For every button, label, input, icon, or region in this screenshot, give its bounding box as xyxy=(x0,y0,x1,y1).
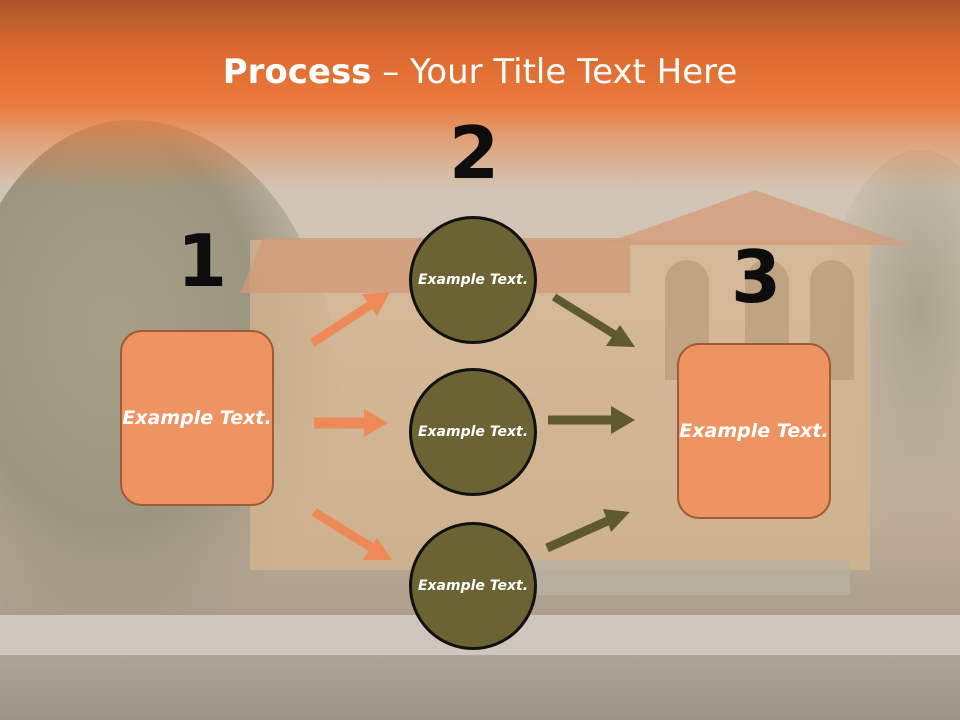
step-3-box: Example Text. xyxy=(677,343,831,519)
bg-pool xyxy=(520,560,850,595)
step-2-circle-top: Example Text. xyxy=(409,216,537,344)
title-bold: Process xyxy=(222,52,372,92)
step-2-circle-bottom: Example Text. xyxy=(409,522,537,650)
orange-arrow-up xyxy=(309,292,390,347)
step-number-1: 1 xyxy=(177,219,228,303)
olive-arrow-up xyxy=(545,509,630,553)
orange-arrow-down xyxy=(311,508,392,560)
step-number-3: 3 xyxy=(731,235,782,319)
step-number-2: 2 xyxy=(449,111,500,195)
title-rest: – Your Title Text Here xyxy=(371,52,738,92)
bg-water xyxy=(0,655,960,720)
step-1-box: Example Text. xyxy=(120,330,274,506)
orange-arrow-right xyxy=(314,409,388,437)
slide-title: Process – Your Title Text Here xyxy=(0,52,960,92)
title-band xyxy=(0,0,960,190)
olive-arrow-right xyxy=(548,406,635,434)
step-2-circle-middle: Example Text. xyxy=(409,368,537,496)
olive-arrow-down xyxy=(551,293,635,347)
